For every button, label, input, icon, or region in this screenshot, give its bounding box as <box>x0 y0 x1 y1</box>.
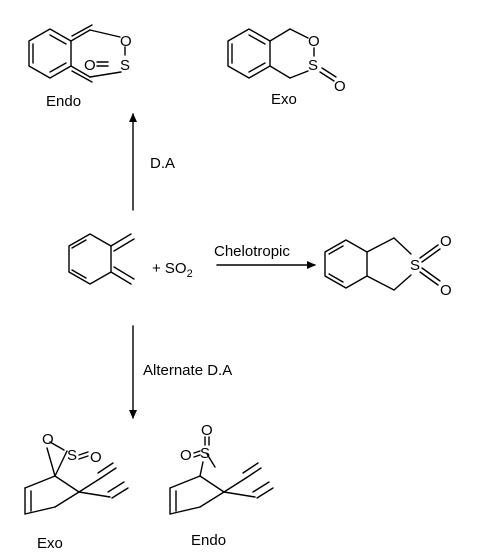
sulfur-label: S <box>120 57 130 74</box>
arrow-right-label: Chelotropic <box>214 243 290 260</box>
sulfur-label: S <box>410 257 420 274</box>
product-top-right <box>227 28 337 82</box>
oxygen-label: O <box>201 422 213 439</box>
product-label-endo: Endo <box>46 93 81 110</box>
oxygen-label: O <box>180 447 192 464</box>
product-label-endo: Endo <box>191 532 226 549</box>
arrow-up-label: D.A <box>150 155 175 172</box>
oxygen-label: O <box>440 233 452 250</box>
reagent-label: + SO2 <box>152 260 193 280</box>
oxygen-label: O <box>120 33 132 50</box>
product-bottom-left <box>24 441 129 515</box>
sulfur-label: S <box>67 447 77 464</box>
oxygen-label: O <box>90 449 102 466</box>
sulfur-label: S <box>200 445 210 462</box>
oxygen-label: O <box>308 33 320 50</box>
arrow-down-label: Alternate D.A <box>143 362 232 379</box>
oxygen-label: O <box>42 431 54 448</box>
sulfur-label: S <box>308 57 318 74</box>
product-label-exo: Exo <box>271 91 297 108</box>
product-top-left <box>28 24 126 83</box>
product-bottom-right <box>169 436 274 515</box>
diene-reactant <box>68 233 135 285</box>
product-label-exo: Exo <box>37 535 63 552</box>
oxygen-label: O <box>84 57 96 74</box>
oxygen-label: O <box>334 78 346 95</box>
oxygen-label: O <box>440 282 452 299</box>
product-chelotropic <box>324 237 441 291</box>
